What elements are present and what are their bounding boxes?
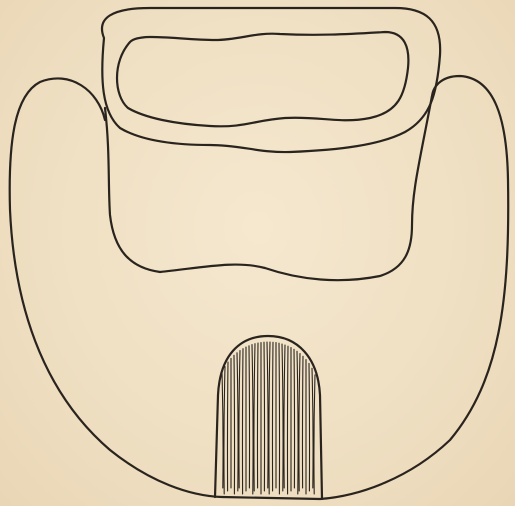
frog-hatch-line <box>242 349 243 494</box>
frog-hatch-line <box>254 344 255 491</box>
outer-hoof-outline <box>10 76 509 499</box>
frog-hatch-line <box>264 342 265 491</box>
frog <box>215 336 322 499</box>
frog-hatch-line <box>252 345 253 494</box>
frog-hatch-line <box>272 342 273 491</box>
frog-hatch-line <box>314 375 315 494</box>
frog-hatch-line <box>302 356 303 488</box>
frog-hatch-line <box>299 354 300 491</box>
frog-hatch-line <box>234 355 235 494</box>
frog-hatch-line <box>269 342 270 494</box>
sole-outline <box>105 96 432 280</box>
frog-hatch-line <box>227 362 228 491</box>
frog-hatch-line <box>294 349 295 488</box>
frog-hatch-line <box>222 372 223 488</box>
frog-hatch-line <box>257 343 258 488</box>
frog-hatch-line <box>282 344 283 491</box>
frog-hatch-line <box>287 346 288 494</box>
frog-hatch-line <box>267 342 268 488</box>
frog-hatch-line <box>312 368 313 488</box>
frog-hatch-line <box>279 343 280 494</box>
upper-outer-ring <box>102 8 440 152</box>
frog-hatch-line <box>237 353 238 491</box>
frog-hatch-line <box>284 345 285 488</box>
frog-hatch-line <box>224 367 225 495</box>
frog-hatch-line <box>249 346 250 488</box>
frog-hatching <box>222 342 315 494</box>
frog-hatch-line <box>239 351 240 488</box>
frog-hatch-line <box>309 363 310 491</box>
frog-hatch-line <box>297 351 298 494</box>
upper-inner-ring <box>117 32 408 126</box>
